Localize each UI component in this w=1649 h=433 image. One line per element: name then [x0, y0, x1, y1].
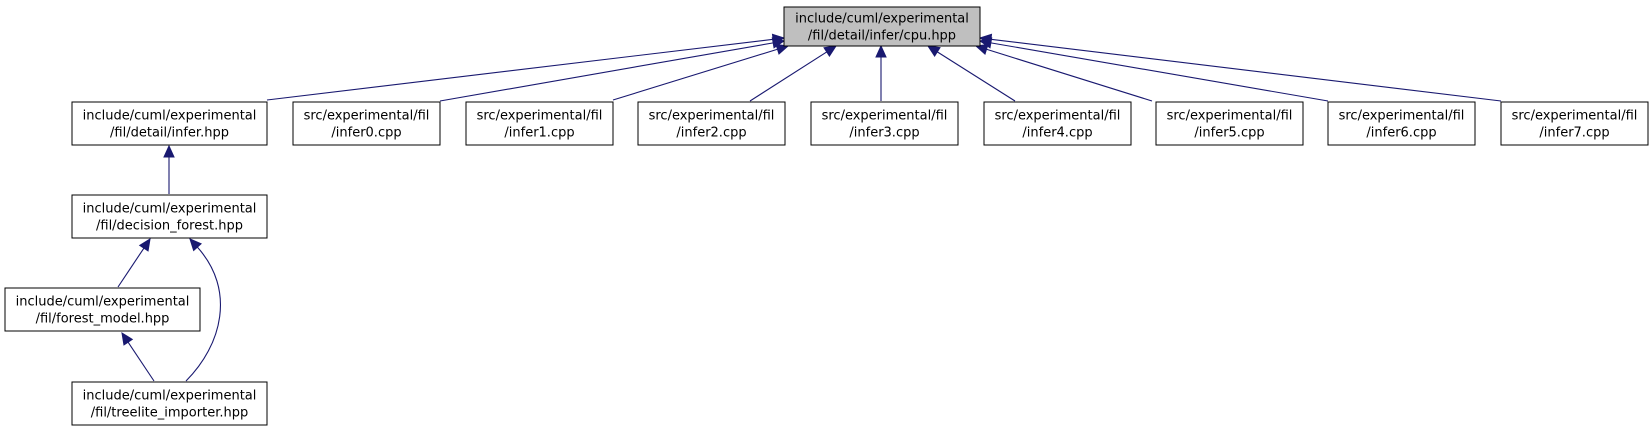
edge-infer7-to-cpu — [978, 33, 1502, 102]
edge-infer1-to-cpu — [612, 43, 790, 101]
node-box[interactable] — [783, 6, 981, 47]
edge-infer4-to-cpu — [926, 45, 1016, 102]
node-label-line: src/experimental/fil — [1339, 109, 1465, 124]
node-infer4[interactable]: src/experimental/fil/infer4.cpp — [983, 101, 1132, 146]
node-label-line: include/cuml/experimental — [83, 109, 257, 124]
node-label-line: src/experimental/fil — [477, 109, 603, 124]
node-infer0[interactable]: src/experimental/fil/infer0.cpp — [292, 101, 441, 146]
edge-treelite_importer-to-decision_forest — [185, 238, 221, 382]
node-forest-model[interactable]: include/cuml/experimental/fil/forest_mod… — [4, 287, 201, 332]
node-label-line: src/experimental/fil — [995, 109, 1121, 124]
node-label-line: src/experimental/fil — [304, 109, 430, 124]
edge-line — [986, 48, 1153, 102]
edge-line — [439, 42, 774, 102]
node-label-line: /infer5.cpp — [1194, 126, 1264, 141]
node-label-line: include/cuml/experimental — [83, 202, 257, 217]
edge-line — [127, 341, 155, 382]
node-label-line: /infer6.cpp — [1366, 126, 1436, 141]
arrow-head-icon — [875, 44, 887, 58]
edge-infer6-to-cpu — [978, 37, 1329, 102]
arrow-head-icon — [775, 43, 790, 55]
arrow-head-icon — [978, 33, 993, 46]
arrow-head-icon — [121, 331, 134, 346]
nodes-layer: include/cuml/experimental/fil/detail/inf… — [4, 6, 1649, 426]
edge-forest_model-to-decision_forest — [117, 237, 151, 288]
arrow-head-icon — [189, 238, 202, 252]
node-label-line: /fil/forest_model.hpp — [36, 312, 170, 327]
node-label-line: /fil/detail/infer/cpu.hpp — [808, 29, 956, 44]
edge-line — [990, 42, 1329, 102]
node-label-line: include/cuml/experimental — [83, 389, 257, 404]
node-label-line: src/experimental/fil — [1512, 109, 1638, 124]
node-label-line: src/experimental/fil — [649, 109, 775, 124]
node-box[interactable] — [1155, 101, 1304, 146]
edge-line — [185, 246, 221, 382]
node-box[interactable] — [637, 101, 786, 146]
node-box[interactable] — [810, 101, 959, 146]
node-box[interactable] — [71, 194, 268, 239]
node-box[interactable] — [292, 101, 441, 146]
node-label-line: include/cuml/experimental — [795, 12, 969, 27]
arrow-head-icon — [163, 144, 175, 158]
arrow-head-icon — [974, 43, 989, 55]
node-infer6[interactable]: src/experimental/fil/infer6.cpp — [1327, 101, 1476, 146]
node-infer1[interactable]: src/experimental/fil/infer1.cpp — [465, 101, 614, 146]
edge-line — [990, 38, 1502, 102]
node-cpu[interactable]: include/cuml/experimental/fil/detail/inf… — [783, 6, 981, 47]
node-infer7[interactable]: src/experimental/fil/infer7.cpp — [1500, 101, 1649, 146]
arrow-head-icon — [138, 237, 151, 252]
node-label-line: /fil/decision_forest.hpp — [96, 219, 243, 234]
edge-line — [749, 51, 828, 102]
node-label-line: /infer7.cpp — [1539, 126, 1609, 141]
edge-line — [612, 48, 778, 101]
edge-infer0-to-cpu — [439, 37, 786, 102]
node-decision-forest[interactable]: include/cuml/experimental/fil/decision_f… — [71, 194, 268, 239]
node-box[interactable] — [71, 101, 268, 146]
edge-infer5-to-cpu — [974, 43, 1153, 102]
arrow-head-icon — [926, 45, 941, 58]
edge-infer3-to-cpu — [875, 44, 887, 101]
node-box[interactable] — [4, 287, 201, 332]
node-label-line: /infer0.cpp — [331, 126, 401, 141]
edge-decision_forest-to-infer_hpp — [163, 144, 175, 194]
node-box[interactable] — [983, 101, 1132, 146]
arrow-head-icon — [823, 45, 838, 58]
edge-infer_hpp-to-cpu — [266, 33, 786, 101]
node-label-line: /infer3.cpp — [849, 126, 919, 141]
node-label-line: /infer2.cpp — [676, 126, 746, 141]
node-box[interactable] — [1327, 101, 1476, 146]
node-infer3[interactable]: src/experimental/fil/infer3.cpp — [810, 101, 959, 146]
node-label-line: /fil/detail/infer.hpp — [110, 126, 229, 141]
edge-infer2-to-cpu — [749, 45, 838, 102]
node-infer2[interactable]: src/experimental/fil/infer2.cpp — [637, 101, 786, 146]
edge-line — [266, 38, 774, 101]
node-label-line: /infer1.cpp — [504, 126, 574, 141]
edge-treelite_importer-to-forest_model — [121, 331, 155, 382]
node-label-line: include/cuml/experimental — [16, 295, 190, 310]
node-label-line: src/experimental/fil — [1167, 109, 1293, 124]
node-box[interactable] — [465, 101, 614, 146]
node-treelite-importer[interactable]: include/cuml/experimental/fil/treelite_i… — [71, 381, 268, 426]
edge-line — [117, 247, 145, 288]
node-box[interactable] — [1500, 101, 1649, 146]
node-infer5[interactable]: src/experimental/fil/infer5.cpp — [1155, 101, 1304, 146]
node-infer-hpp[interactable]: include/cuml/experimental/fil/detail/inf… — [71, 101, 268, 146]
node-label-line: /fil/treelite_importer.hpp — [91, 406, 248, 421]
node-label-line: src/experimental/fil — [822, 109, 948, 124]
edge-line — [937, 51, 1016, 102]
node-box[interactable] — [71, 381, 268, 426]
edges-layer — [117, 33, 1502, 382]
node-label-line: /infer4.cpp — [1022, 126, 1092, 141]
